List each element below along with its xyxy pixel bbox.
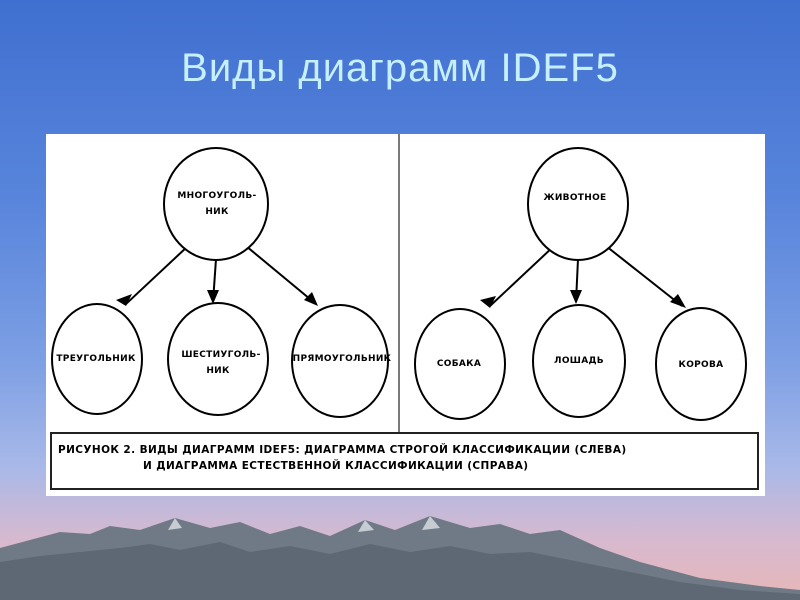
node-hexagon [167, 302, 269, 416]
arrowhead-left-1 [116, 294, 132, 306]
node-polygon [163, 147, 269, 261]
node-animal [527, 147, 629, 261]
edge-right-1 [489, 245, 555, 307]
edge-right-3 [605, 245, 683, 307]
caption-line-1: РИСУНОК 2. ВИДЫ ДИАГРАММ IDEF5: ДИАГРАММ… [58, 444, 627, 456]
node-dog [414, 308, 506, 420]
caption-line-2: И ДИАГРАММА ЕСТЕСТВЕННОЙ КЛАССИФИКАЦИИ (… [143, 460, 529, 472]
mountain-foreground [0, 542, 800, 600]
node-hexagon-label-1: ШЕСТИУГОЛЬ- [181, 350, 260, 360]
edge-left-1 [125, 245, 189, 305]
node-animal-label: ЖИВОТНОЕ [544, 193, 607, 203]
snow-cap [422, 516, 440, 530]
figure-caption: РИСУНОК 2. ВИДЫ ДИАГРАММ IDEF5: ДИАГРАММ… [50, 432, 759, 490]
arrowhead-left-3 [304, 292, 318, 306]
natural-classification-diagram: ЖИВОТНОЕ СОБАКА ЛОШАДЬ КОРОВА [414, 147, 747, 421]
snow-cap [168, 518, 182, 530]
arrowhead-right-1 [480, 296, 496, 308]
slide-title: Виды диаграмм IDEF5 [181, 46, 619, 90]
arrowhead-right-2 [570, 290, 582, 304]
node-rectangle-label: ПРЯМОУГОЛЬНИК [293, 354, 392, 364]
node-horse-label: ЛОШАДЬ [554, 356, 604, 366]
node-rectangle [291, 304, 389, 418]
strict-classification-diagram: МНОГОУГОЛЬ- НИК ТРЕУГОЛЬНИК ШЕСТИУГОЛЬ- … [51, 147, 392, 418]
node-cow-label: КОРОВА [679, 360, 724, 370]
mountain-landscape [0, 516, 800, 600]
node-dog-label: СОБАКА [437, 359, 481, 369]
node-polygon-label-2: НИК [205, 207, 229, 217]
arrowhead-right-3 [670, 294, 686, 308]
edge-left-3 [245, 245, 317, 305]
node-triangle [51, 303, 143, 415]
node-polygon-label-1: МНОГОУГОЛЬ- [177, 191, 256, 201]
node-hexagon-label-2: НИК [206, 366, 230, 376]
node-cow [655, 307, 747, 421]
diagram-panel: МНОГОУГОЛЬ- НИК ТРЕУГОЛЬНИК ШЕСТИУГОЛЬ- … [46, 134, 765, 496]
node-triangle-label: ТРЕУГОЛЬНИК [56, 354, 136, 364]
snow-cap [358, 520, 374, 532]
arrowhead-left-2 [207, 290, 219, 304]
diagram-canvas: МНОГОУГОЛЬ- НИК ТРЕУГОЛЬНИК ШЕСТИУГОЛЬ- … [51, 134, 747, 432]
node-horse [532, 304, 626, 418]
